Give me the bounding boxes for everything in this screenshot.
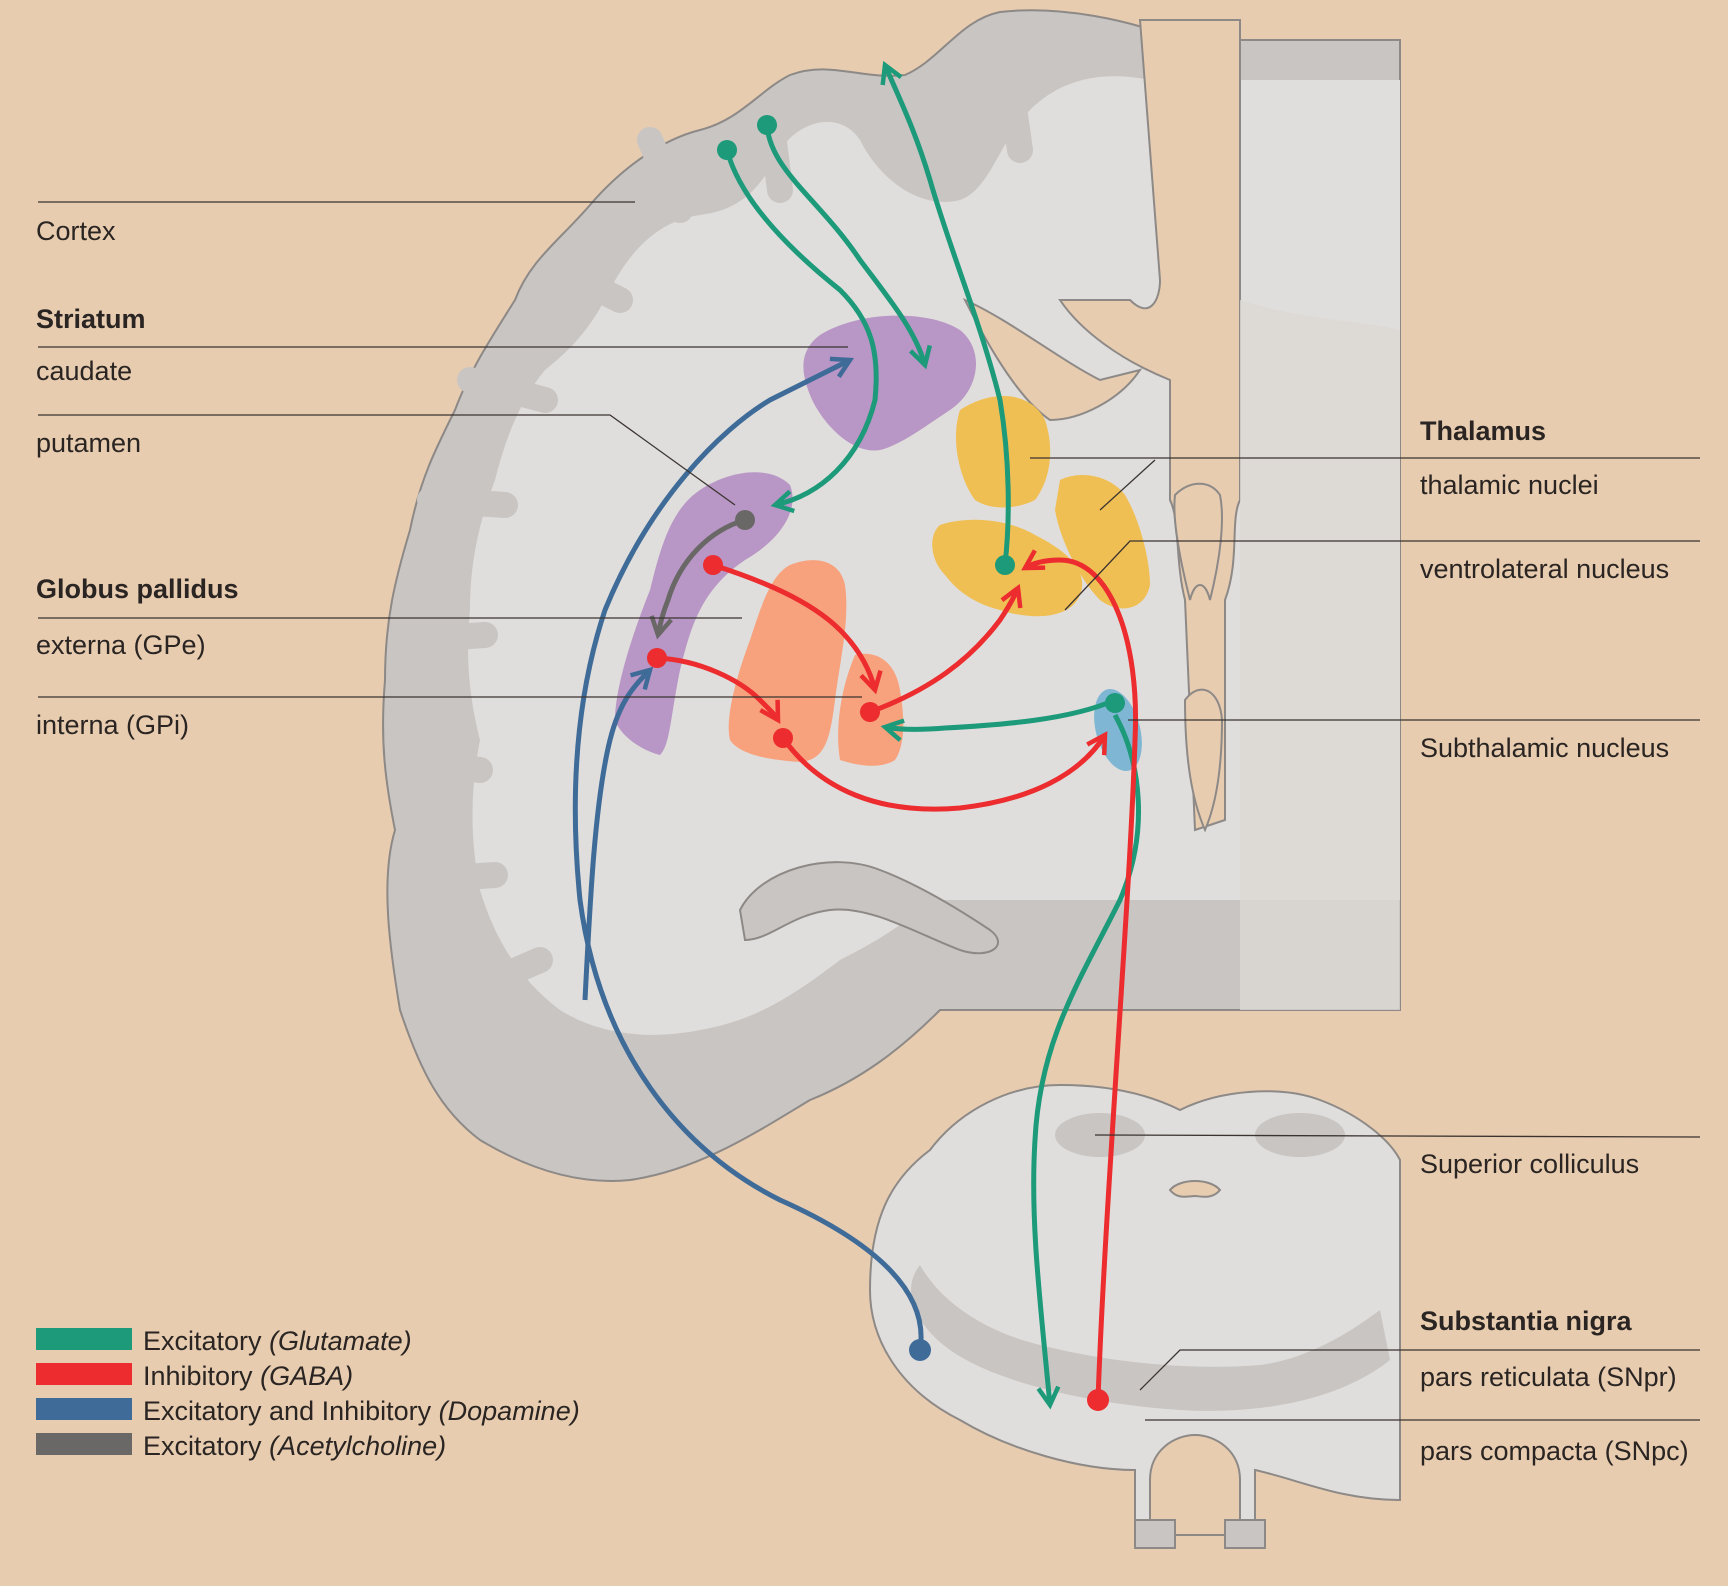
cell-bodies [647, 115, 1125, 1411]
pathways [572, 60, 1141, 1410]
pathway-stn-to-gpi [880, 697, 1117, 742]
label-interna: interna (GPi) [36, 710, 189, 740]
legend-swatch-dopamine [36, 1398, 132, 1420]
pathway-striatum-to-gpi [712, 562, 883, 695]
left-labels: Cortex Striatum caudate putamen Globus p… [36, 216, 239, 740]
pathway-cortex-to-putamen [724, 149, 879, 514]
label-substantia-nigra: Substantia nigra [1420, 1306, 1633, 1336]
right-labels: Thalamus thalamic nuclei ventrolateral n… [1420, 416, 1689, 1466]
label-thalamic-nuclei: thalamic nuclei [1420, 470, 1599, 500]
brain-section [382, 9, 1401, 1182]
legend-swatch-gaba [36, 1363, 132, 1385]
label-externa: externa (GPe) [36, 630, 206, 660]
label-thalamus: Thalamus [1420, 416, 1546, 446]
legend-label-gaba: Inhibitory (GABA) [143, 1361, 353, 1391]
pathway-acetylcholine [649, 517, 746, 640]
label-subthalamic: Subthalamic nucleus [1420, 733, 1669, 763]
legend-swatch-acetylcholine [36, 1433, 132, 1455]
nuclei [615, 315, 1150, 771]
pathway-cortex-to-caudate [764, 124, 932, 370]
brainstem [868, 1083, 1401, 1549]
pathway-snpc-to-putamen [582, 666, 654, 1001]
legend-label-acetylcholine: Excitatory (Acetylcholine) [143, 1431, 446, 1461]
thalamic-nucleus-upper [955, 396, 1051, 508]
pathway-thalamus-to-cortex [880, 60, 1011, 566]
label-ventrolateral: ventrolateral nucleus [1420, 554, 1669, 584]
thalamic-nucleus-right [1055, 475, 1150, 609]
label-globus-pallidus: Globus pallidus [36, 574, 239, 604]
label-snpr: pars reticulata (SNpr) [1420, 1362, 1677, 1392]
legend-label-dopamine: Excitatory and Inhibitory (Dopamine) [143, 1396, 580, 1426]
pathway-snpr-to-thalamus [1021, 549, 1139, 1401]
label-cortex: Cortex [36, 216, 116, 246]
pathway-gpe-to-stn [780, 731, 1108, 812]
label-snpc: pars compacta (SNpc) [1420, 1436, 1689, 1466]
pathway-gpi-to-thalamus [869, 583, 1023, 715]
label-caudate: caudate [36, 356, 132, 386]
leader-lines [38, 201, 1701, 1421]
legend-label-glutamate: Excitatory (Glutamate) [143, 1326, 412, 1356]
legend-swatch-glutamate [36, 1328, 132, 1350]
putamen-nucleus [615, 472, 793, 755]
label-superior-colliculus: Superior colliculus [1420, 1149, 1639, 1179]
label-striatum: Striatum [36, 304, 146, 334]
pathway-stn-to-snpr [1031, 713, 1141, 1410]
pathway-snpc-to-caudate [572, 356, 924, 1351]
caudate-nucleus [803, 315, 977, 451]
legend: Excitatory (Glutamate) Inhibitory (GABA)… [36, 1326, 580, 1461]
label-putamen: putamen [36, 428, 141, 458]
